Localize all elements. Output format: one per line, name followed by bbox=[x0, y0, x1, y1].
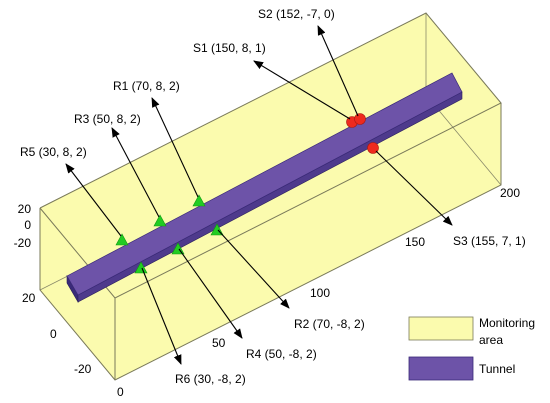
legend-monitoring-label-line1: Monitoring bbox=[479, 316, 535, 330]
arrow-r6 bbox=[141, 267, 182, 365]
arrow-s3 bbox=[375, 150, 453, 226]
x-tick-0: 0 bbox=[117, 385, 124, 399]
legend: Monitoring area Tunnel bbox=[408, 316, 535, 381]
label-r3: R3 (50, 8, 2) bbox=[74, 112, 141, 126]
y-tick-20: 20 bbox=[22, 291, 36, 305]
monitoring-area-floor bbox=[115, 103, 501, 380]
z-axis-ticks: 20 0 -20 bbox=[14, 202, 32, 250]
z-tick-20: 20 bbox=[18, 202, 32, 216]
y-axis-ticks: 20 0 -20 bbox=[22, 291, 92, 376]
monitoring-area-back-wall bbox=[40, 13, 501, 298]
arrow-r3 bbox=[111, 127, 160, 218]
legend-monitoring-swatch bbox=[408, 316, 474, 341]
label-s2: S2 (152, -7, 0) bbox=[258, 7, 335, 21]
x-axis-ticks: 0 50 100 150 200 bbox=[117, 186, 520, 399]
x-tick-100: 100 bbox=[310, 286, 330, 300]
y-tick-0: 0 bbox=[50, 327, 57, 341]
legend-tunnel-swatch bbox=[408, 356, 474, 381]
label-r4: R4 (50, -8, 2) bbox=[246, 347, 317, 361]
source-s3-marker bbox=[367, 142, 379, 154]
sources bbox=[346, 113, 379, 154]
legend-tunnel-label: Tunnel bbox=[479, 362, 515, 376]
z-tick-0: 0 bbox=[24, 218, 31, 232]
label-r2: R2 (70, -8, 2) bbox=[294, 317, 365, 331]
label-s1: S1 (150, 8, 1) bbox=[193, 41, 266, 55]
arrow-s2 bbox=[317, 25, 359, 117]
x-tick-50: 50 bbox=[212, 336, 226, 350]
receiver-r1-marker bbox=[192, 194, 206, 207]
label-r6: R6 (30, -8, 2) bbox=[175, 372, 246, 386]
label-r1: R1 (70, 8, 2) bbox=[113, 79, 180, 93]
x-tick-200: 200 bbox=[500, 186, 520, 200]
receiver-r5-marker bbox=[115, 233, 129, 246]
arrow-r1 bbox=[151, 97, 199, 198]
arrow-s1 bbox=[253, 60, 351, 120]
source-s2-marker bbox=[354, 113, 366, 125]
tunnel bbox=[66, 72, 463, 304]
label-r5: R5 (30, 8, 2) bbox=[20, 145, 87, 159]
legend-monitoring-label-line2: area bbox=[479, 333, 503, 347]
arrow-r4 bbox=[178, 248, 243, 339]
y-tick-minus20: -20 bbox=[74, 362, 92, 376]
callout-arrows bbox=[65, 25, 453, 365]
tunnel-top-face bbox=[66, 72, 463, 296]
z-tick-minus20: -20 bbox=[14, 236, 32, 250]
arrow-r2 bbox=[217, 229, 290, 309]
label-s3: S3 (155, 7, 1) bbox=[453, 234, 526, 248]
receiver-r6-marker bbox=[134, 261, 148, 274]
callout-labels: S2 (152, -7, 0) S1 (150, 8, 1) S3 (155, … bbox=[20, 7, 526, 386]
receiver-r3-marker bbox=[153, 214, 167, 227]
arrow-r5 bbox=[65, 163, 122, 237]
x-tick-150: 150 bbox=[405, 235, 425, 249]
